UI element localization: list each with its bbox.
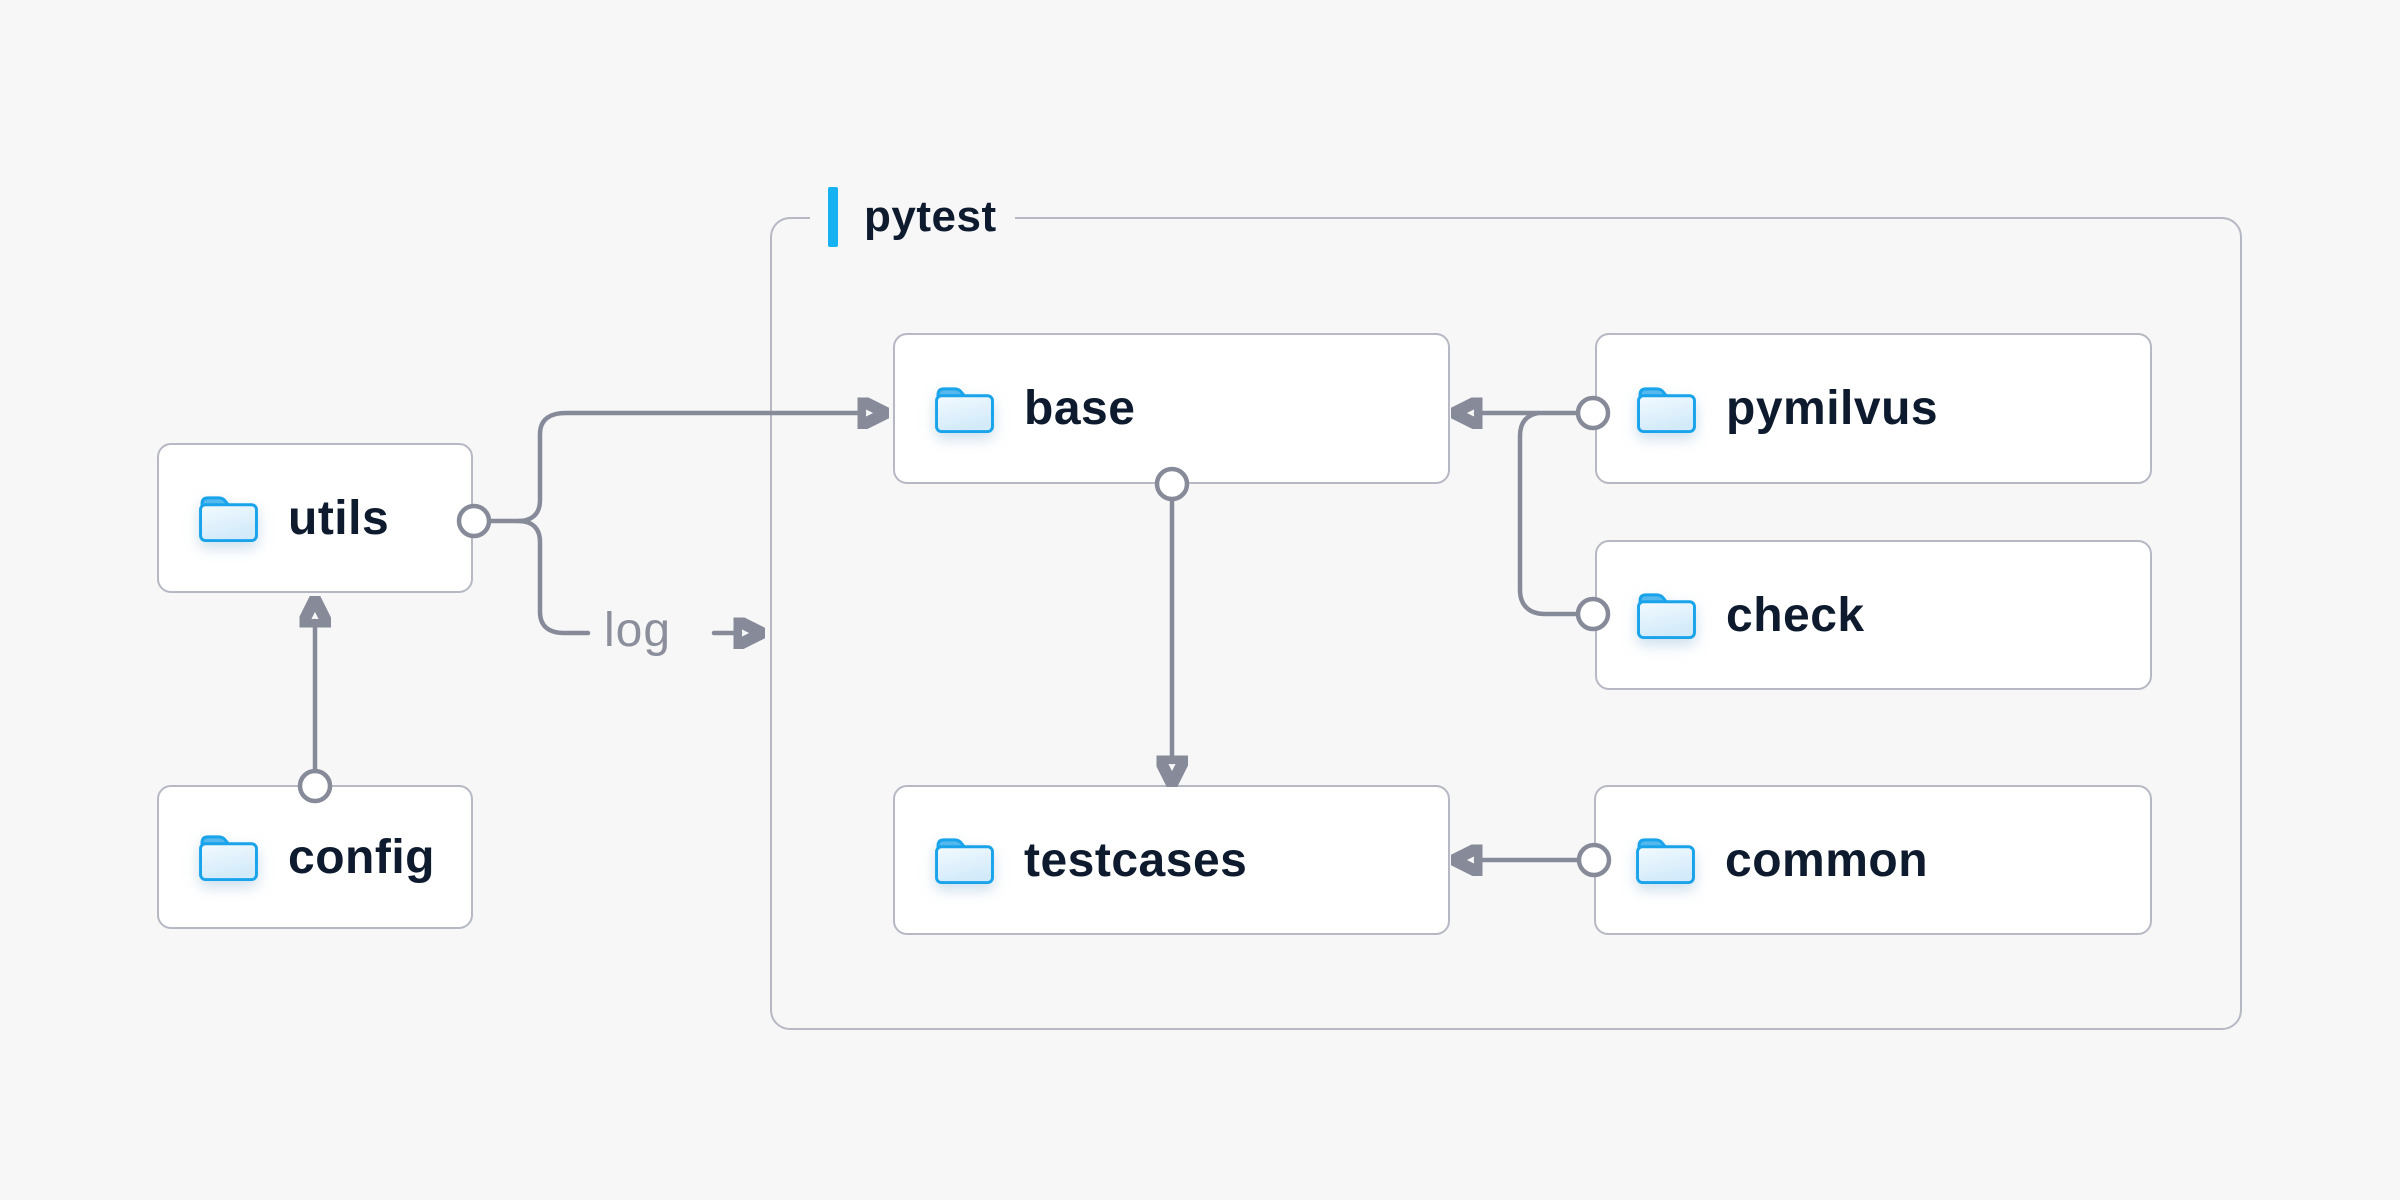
node-check: check xyxy=(1595,540,2152,690)
folder-icon xyxy=(1637,386,1696,433)
node-testcases: testcases xyxy=(893,785,1450,935)
pytest-group-label: pytest xyxy=(810,185,1015,249)
node-label: utils xyxy=(288,491,390,545)
folder-icon xyxy=(1636,838,1695,885)
node-label: base xyxy=(1024,382,1136,435)
folder-icon xyxy=(935,838,994,885)
pytest-group-container xyxy=(770,217,2242,1030)
node-utils: utils xyxy=(157,443,473,593)
node-label: check xyxy=(1726,588,1865,642)
folder-icon xyxy=(199,496,258,543)
group-title: pytest xyxy=(864,192,997,241)
edge-log-label: log xyxy=(604,604,672,657)
node-label: pymilvus xyxy=(1726,382,1939,435)
folder-icon xyxy=(199,835,258,882)
node-label: testcases xyxy=(1024,833,1248,887)
edge-config-to-utils xyxy=(297,621,333,804)
node-common: common xyxy=(1594,785,2152,935)
folder-icon xyxy=(935,386,994,433)
node-label: common xyxy=(1725,833,1929,887)
accent-bar xyxy=(828,187,838,247)
folder-icon xyxy=(1637,593,1696,640)
node-base: base xyxy=(893,333,1450,484)
node-label: config xyxy=(288,830,435,884)
node-pymilvus: pymilvus xyxy=(1595,333,2152,484)
node-config: config xyxy=(157,785,473,929)
